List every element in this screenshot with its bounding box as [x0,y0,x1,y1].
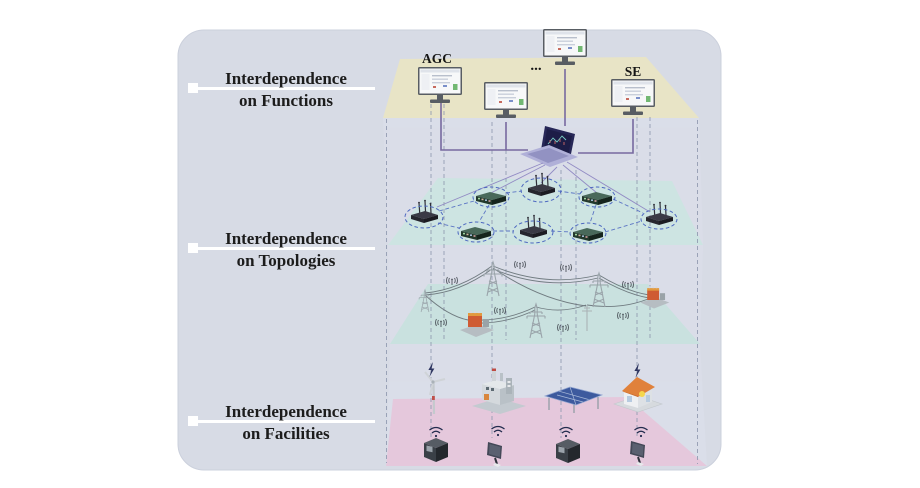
smart-home-icon [613,377,663,413]
label-rule-line [193,247,375,250]
agc-label: AGC [422,51,452,66]
power-lines [424,265,650,324]
solar-panel-array-icon [543,386,604,413]
smart-meter-icon [556,439,580,463]
power-plant-icon [472,368,526,414]
ellipsis-label: ... [530,58,542,74]
node-cluster-ellipses [404,177,678,244]
substation-transformer-icon [460,310,494,337]
smart-meter-icon [424,438,448,462]
utility-pole-icon [582,305,592,331]
layer-label-topologies: Interdependence on Topologies [186,228,386,272]
function-links [440,69,634,154]
label-text: Interdependence [225,402,347,421]
wind-turbine-icon [424,371,446,415]
laptop-router-links [436,161,651,213]
label-square-marker [188,83,198,93]
substation-transformer-icon [640,286,670,309]
label-text: on Topologies [236,251,336,270]
label-text: on Functions [239,91,333,110]
se-label: SE [625,64,642,79]
label-square-marker [188,243,198,253]
label-rule-line [193,420,375,423]
control-laptop-icon [520,126,578,167]
layer-label-functions: Interdependence on Functions [186,68,386,112]
label-rule-line [193,87,375,90]
label-text: on Facilities [242,424,330,443]
label-text: Interdependence [225,69,347,88]
topology-mesh-links [437,190,644,233]
label-text: Interdependence [225,229,347,248]
label-square-marker [188,416,198,426]
layer-label-facilities: Interdependence on Facilities [186,401,386,445]
facilities-plane [386,397,707,466]
